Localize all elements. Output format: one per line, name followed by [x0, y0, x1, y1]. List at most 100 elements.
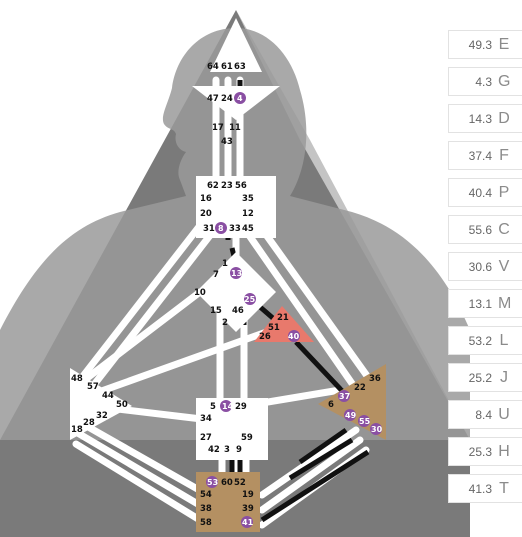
planet-gate-value: 49.3	[468, 37, 492, 52]
gate-label: 34	[200, 414, 212, 424]
gate-label: 14	[222, 402, 234, 411]
gate-label: 62	[207, 181, 219, 191]
gate-label: 44	[102, 391, 114, 401]
planet-row[interactable]: 49.3 E	[448, 30, 522, 59]
gate-label: 47	[207, 94, 219, 104]
planet-gate-value: 41.3	[468, 481, 492, 496]
planet-panel: 49.3 E 4.3 G 14.3 D 37.4 F 40.4 P 55.6 C 30.6 V…	[448, 30, 522, 511]
planet-symbol-icon: M	[498, 294, 512, 312]
planet-row[interactable]: 4.3 G	[448, 67, 522, 96]
gate-label: 48	[71, 374, 83, 384]
gate-label: 21	[277, 313, 289, 323]
planet-gate-value: 25.3	[468, 444, 492, 459]
gate-labels: 64 61 63 47 24 4 17 11 43 62 23 56 16 35…	[71, 62, 383, 528]
gate-activations	[206, 92, 382, 528]
gate-label: 23	[221, 181, 233, 191]
planet-symbol-icon: T	[499, 479, 509, 497]
gate-label: 45	[242, 224, 254, 234]
planet-gate-value: 37.4	[468, 148, 492, 163]
ajna-center	[192, 86, 280, 120]
gate-label: 15	[210, 306, 222, 316]
gate-label: 50	[116, 400, 128, 410]
gate-label: 28	[83, 418, 95, 428]
planet-symbol-icon: G	[498, 72, 511, 90]
planet-row[interactable]: 14.3 D	[448, 104, 522, 133]
gate-label: 61	[221, 62, 233, 72]
gate-label: 58	[200, 518, 212, 528]
gate-label: 39	[242, 504, 254, 514]
gate-label: 38	[200, 504, 212, 514]
gate-label: 54	[200, 490, 212, 500]
gate-label: 51	[268, 323, 280, 333]
gate-label: 64	[207, 62, 219, 72]
gate-label: 4	[237, 94, 243, 103]
planet-row[interactable]: 40.4 P	[448, 178, 522, 207]
gate-label: 49	[345, 411, 357, 420]
sacral-center	[196, 398, 268, 460]
gate-label: 3	[224, 445, 230, 455]
gate-label: 56	[235, 181, 247, 191]
gate-label: 2	[222, 318, 228, 328]
planet-symbol-icon: V	[498, 257, 510, 275]
spleen-center	[70, 368, 132, 440]
gate-label: 29	[235, 402, 247, 412]
gate-label: 13	[231, 269, 242, 278]
gate-label: 9	[236, 445, 242, 455]
planet-row[interactable]: 41.3 T	[448, 474, 522, 503]
gate-label: 11	[229, 123, 241, 133]
gate-label: 27	[200, 433, 212, 443]
gate-label: 30	[371, 425, 383, 434]
gate-label: 59	[241, 433, 253, 443]
planet-symbol-icon: J	[500, 368, 508, 386]
planet-row[interactable]: 53.2 L	[448, 326, 522, 355]
gate-label: 16	[200, 194, 212, 204]
gate-label: 26	[259, 332, 271, 342]
gate-label: 42	[208, 445, 220, 455]
planet-row[interactable]: 37.4 F	[448, 141, 522, 170]
planet-gate-value: 55.6	[468, 222, 492, 237]
gate-label: 33	[229, 224, 241, 234]
planet-symbol-icon: F	[499, 146, 509, 164]
gate-label: 52	[234, 478, 246, 488]
planet-row[interactable]: 13.1 M	[448, 289, 522, 318]
gate-label: 57	[87, 382, 99, 392]
planet-gate-value: 40.4	[468, 185, 492, 200]
gate-label: 5	[210, 402, 216, 412]
planet-gate-value: 13.1	[468, 296, 492, 311]
g-center	[196, 252, 276, 332]
planet-row[interactable]: 30.6 V	[448, 252, 522, 281]
gate-label: 53	[207, 478, 218, 487]
gate-label: 63	[234, 62, 246, 72]
gate-label: 12	[242, 209, 254, 219]
gate-label: 25	[244, 295, 256, 304]
head-center	[210, 18, 262, 72]
gate-label: 60	[221, 478, 233, 488]
planet-gate-value: 14.3	[468, 111, 492, 126]
gate-label: 8	[218, 224, 224, 233]
planet-symbol-icon: L	[499, 331, 509, 349]
gate-label: 31	[203, 224, 215, 234]
planet-gate-value: 4.3	[475, 74, 492, 89]
planet-symbol-icon: D	[498, 109, 510, 127]
gate-label: 18	[71, 425, 83, 435]
planet-symbol-icon: P	[498, 183, 510, 201]
planet-gate-value: 53.2	[468, 333, 492, 348]
planet-gate-value: 8.4	[475, 407, 492, 422]
gate-label: 43	[221, 137, 233, 147]
gate-label: 35	[242, 194, 254, 204]
planet-symbol-icon: E	[498, 35, 510, 53]
gate-label: 55	[359, 417, 371, 426]
planet-row[interactable]: 8.4 U	[448, 400, 522, 429]
gate-label: 41	[242, 518, 254, 527]
planet-row[interactable]: 55.6 C	[448, 215, 522, 244]
gate-label: 32	[96, 411, 108, 421]
gate-label: 19	[242, 490, 254, 500]
planet-symbol-icon: C	[498, 220, 510, 238]
planet-gate-value: 30.6	[468, 259, 492, 274]
gate-label: 36	[369, 374, 381, 384]
gate-label: 24	[221, 94, 233, 104]
planet-symbol-icon: U	[498, 405, 510, 423]
gate-label: 6	[328, 400, 334, 410]
